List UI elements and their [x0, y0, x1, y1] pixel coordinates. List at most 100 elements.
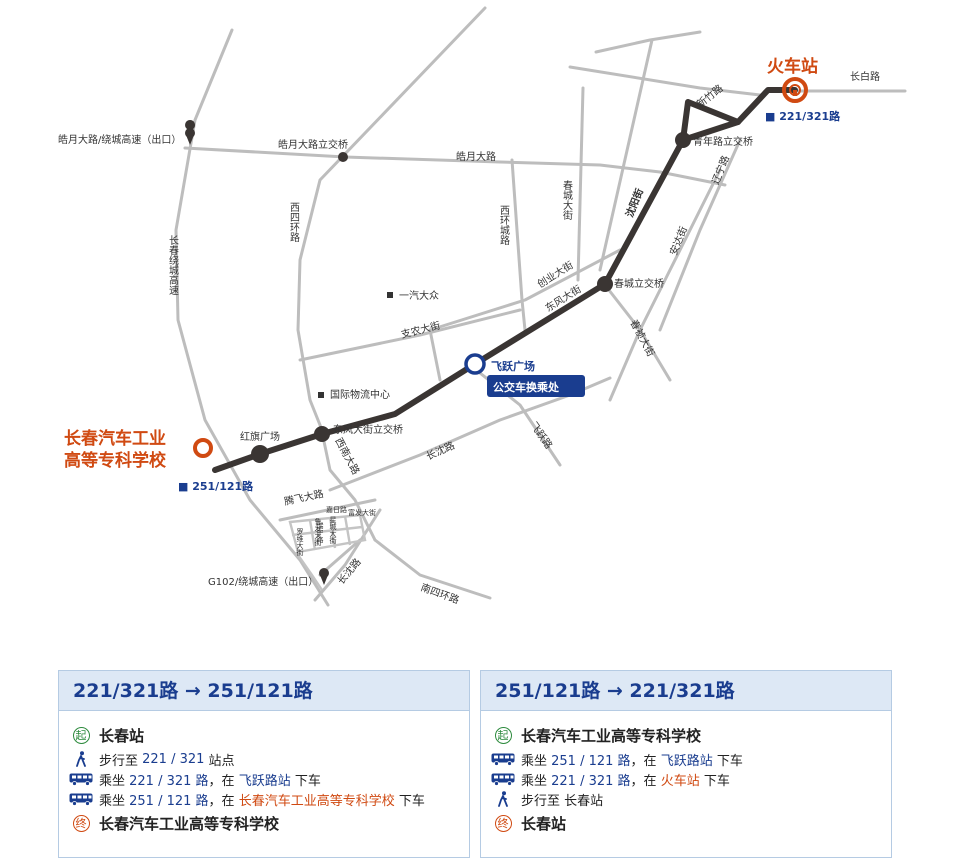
- svg-text:春城大街: 春城大街: [561, 180, 573, 221]
- step-text: 乘坐: [99, 793, 130, 809]
- step-row: 乘坐 251 / 121 路，在 飞跃路站 下车: [489, 749, 883, 769]
- route-map: 火车站 ■ 221/321路 长春汽车工业 高等专科学校 ■ 251/121路 …: [58, 6, 907, 607]
- school-marker[interactable]: [193, 438, 213, 458]
- step-row: 乘坐 221 / 321 路，在 飞跃路站 下车: [67, 769, 461, 789]
- route-stops: [251, 132, 691, 463]
- roads: [174, 6, 907, 607]
- train-station-marker[interactable]: [782, 77, 808, 103]
- svg-text:西环城路: 西环城路: [498, 205, 510, 246]
- svg-text:西南大路: 西南大路: [332, 435, 362, 476]
- svg-text:星城大街: 星城大街: [329, 516, 337, 545]
- step-text: 飞跃路站: [660, 753, 713, 769]
- step-text: 长春汽车工业高等专科学校: [238, 793, 395, 809]
- svg-text:南四环路: 南四环路: [419, 581, 461, 607]
- svg-text:长白路: 长白路: [850, 70, 880, 83]
- school-label-line2: 高等专科学校: [64, 450, 167, 471]
- start-row: 起 长春汽车工业高等专科学校: [489, 721, 883, 749]
- bus-route-xinzhu: [680, 99, 741, 143]
- start-icon: 起: [494, 726, 512, 744]
- start-station: 长春站: [99, 726, 145, 745]
- node-haoyue-bridge: [338, 152, 348, 162]
- start-station: 长春汽车工业高等专科学校: [521, 726, 702, 745]
- transfer-badge: [487, 375, 585, 397]
- end-station: 长春站: [521, 814, 567, 833]
- school-route-label: ■ 251/121路: [178, 479, 254, 493]
- svg-text:青年路立交桥: 青年路立交桥: [693, 135, 753, 148]
- map-labels: 火车站 ■ 221/321路 长春汽车工业 高等专科学校 ■ 251/121路 …: [58, 56, 880, 606]
- feiyue-label: 飞跃广场: [491, 359, 535, 373]
- train-route-label: ■ 221/321路: [765, 109, 841, 123]
- start-icon: 起: [72, 726, 90, 744]
- svg-text:西四环路: 西四环路: [288, 202, 300, 243]
- svg-text:飞跃路: 飞跃路: [528, 419, 556, 451]
- walk-icon: [67, 751, 95, 767]
- step-text: 步行至 长春站: [521, 793, 604, 809]
- stop-hongqi[interactable]: [251, 445, 269, 463]
- step-text: 下车: [699, 773, 730, 789]
- end-icon: 终: [494, 814, 512, 832]
- stop-qingnian-bridge[interactable]: [675, 132, 691, 148]
- step-text: ，在: [208, 773, 239, 789]
- step-text: 251 / 121 路: [129, 793, 209, 809]
- step-text: 221 / 321 路: [129, 773, 209, 789]
- svg-text:富发大街: 富发大街: [348, 508, 376, 517]
- svg-text:皓月大路: 皓月大路: [456, 150, 496, 163]
- bus-route-line: [212, 87, 798, 473]
- step-text: 221 / 321 路: [551, 773, 631, 789]
- walk-icon: [489, 791, 517, 807]
- step-row: 乘坐 251 / 121 路，在 长春汽车工业高等专科学校 下车: [67, 789, 461, 809]
- step-row: 步行至 221 / 321 站点: [67, 749, 461, 769]
- svg-text:长沈路: 长沈路: [424, 439, 457, 463]
- svg-text:安达街: 安达街: [667, 224, 690, 257]
- step-text: 站点: [204, 753, 235, 769]
- svg-text:支农大街: 支农大街: [400, 319, 442, 341]
- step-text: 251 / 121 路: [551, 753, 631, 769]
- step-text: ，在: [208, 793, 239, 809]
- bus-icon: [489, 773, 517, 786]
- svg-text:皓月大路/绕城高速（出口）: 皓月大路/绕城高速（出口）: [58, 133, 181, 146]
- step-row: 步行至 长春站: [489, 789, 883, 809]
- exit-pin-icon: [185, 120, 196, 145]
- svg-text:长春绕城高速: 长春绕城高速: [167, 235, 179, 295]
- step-text: ，在: [630, 753, 661, 769]
- step-text: 下车: [290, 773, 321, 789]
- step-text: 火车站: [660, 773, 700, 789]
- step-row: 乘坐 221 / 321 路，在 火车站 下车: [489, 769, 883, 789]
- step-text: 下车: [712, 753, 743, 769]
- svg-text:罗维大街: 罗维大街: [296, 528, 304, 557]
- svg-text:一汽大众: 一汽大众: [399, 289, 439, 302]
- school-label-line1: 长春汽车工业: [64, 428, 166, 449]
- step-text: 乘坐: [521, 753, 552, 769]
- svg-text:红旗广场: 红旗广场: [240, 430, 280, 443]
- route-panel-2: 251/121路 → 221/321路 起 长春汽车工业高等专科学校 乘坐 25…: [480, 670, 892, 858]
- poi-yiqi-square: [387, 292, 393, 298]
- stop-dongfeng-bridge[interactable]: [314, 426, 330, 442]
- step-text: 乘坐: [521, 773, 552, 789]
- bus-icon: [67, 793, 95, 806]
- end-icon: 终: [72, 814, 90, 832]
- svg-text:辽宁路: 辽宁路: [709, 153, 732, 186]
- step-text: 飞跃路站: [238, 773, 291, 789]
- svg-text:东风大街立交桥: 东风大街立交桥: [333, 423, 403, 436]
- panel-title: 251/121路 → 221/321路: [481, 671, 891, 711]
- step-text: 乘坐: [99, 773, 130, 789]
- stop-chuncheng-bridge[interactable]: [597, 276, 613, 292]
- panel-title: 221/321路 → 251/121路: [59, 671, 469, 711]
- route-panel-1: 221/321路 → 251/121路 起 长春站 步行至 221 / 321 …: [58, 670, 470, 858]
- bus-icon: [67, 773, 95, 786]
- end-row: 终 长春汽车工业高等专科学校: [67, 809, 461, 837]
- svg-text:瑞宁路: 瑞宁路: [316, 521, 324, 544]
- poi-wuliu-square: [318, 392, 324, 398]
- end-station: 长春汽车工业高等专科学校: [99, 814, 280, 833]
- svg-text:皓月大路立交桥: 皓月大路立交桥: [278, 138, 348, 151]
- svg-text:腾飞大路: 腾飞大路: [283, 487, 325, 508]
- step-text: ，在: [630, 773, 661, 789]
- step-text: 221 / 321: [142, 751, 205, 767]
- svg-text:嘉日路: 嘉日路: [326, 505, 347, 514]
- exit-pin-icon: [319, 568, 329, 585]
- bus-icon: [489, 753, 517, 766]
- end-row: 终 长春站: [489, 809, 883, 837]
- svg-text:新竹路: 新竹路: [694, 82, 726, 111]
- feiyue-marker[interactable]: [464, 353, 486, 375]
- svg-text:春城立交桥: 春城立交桥: [614, 277, 664, 290]
